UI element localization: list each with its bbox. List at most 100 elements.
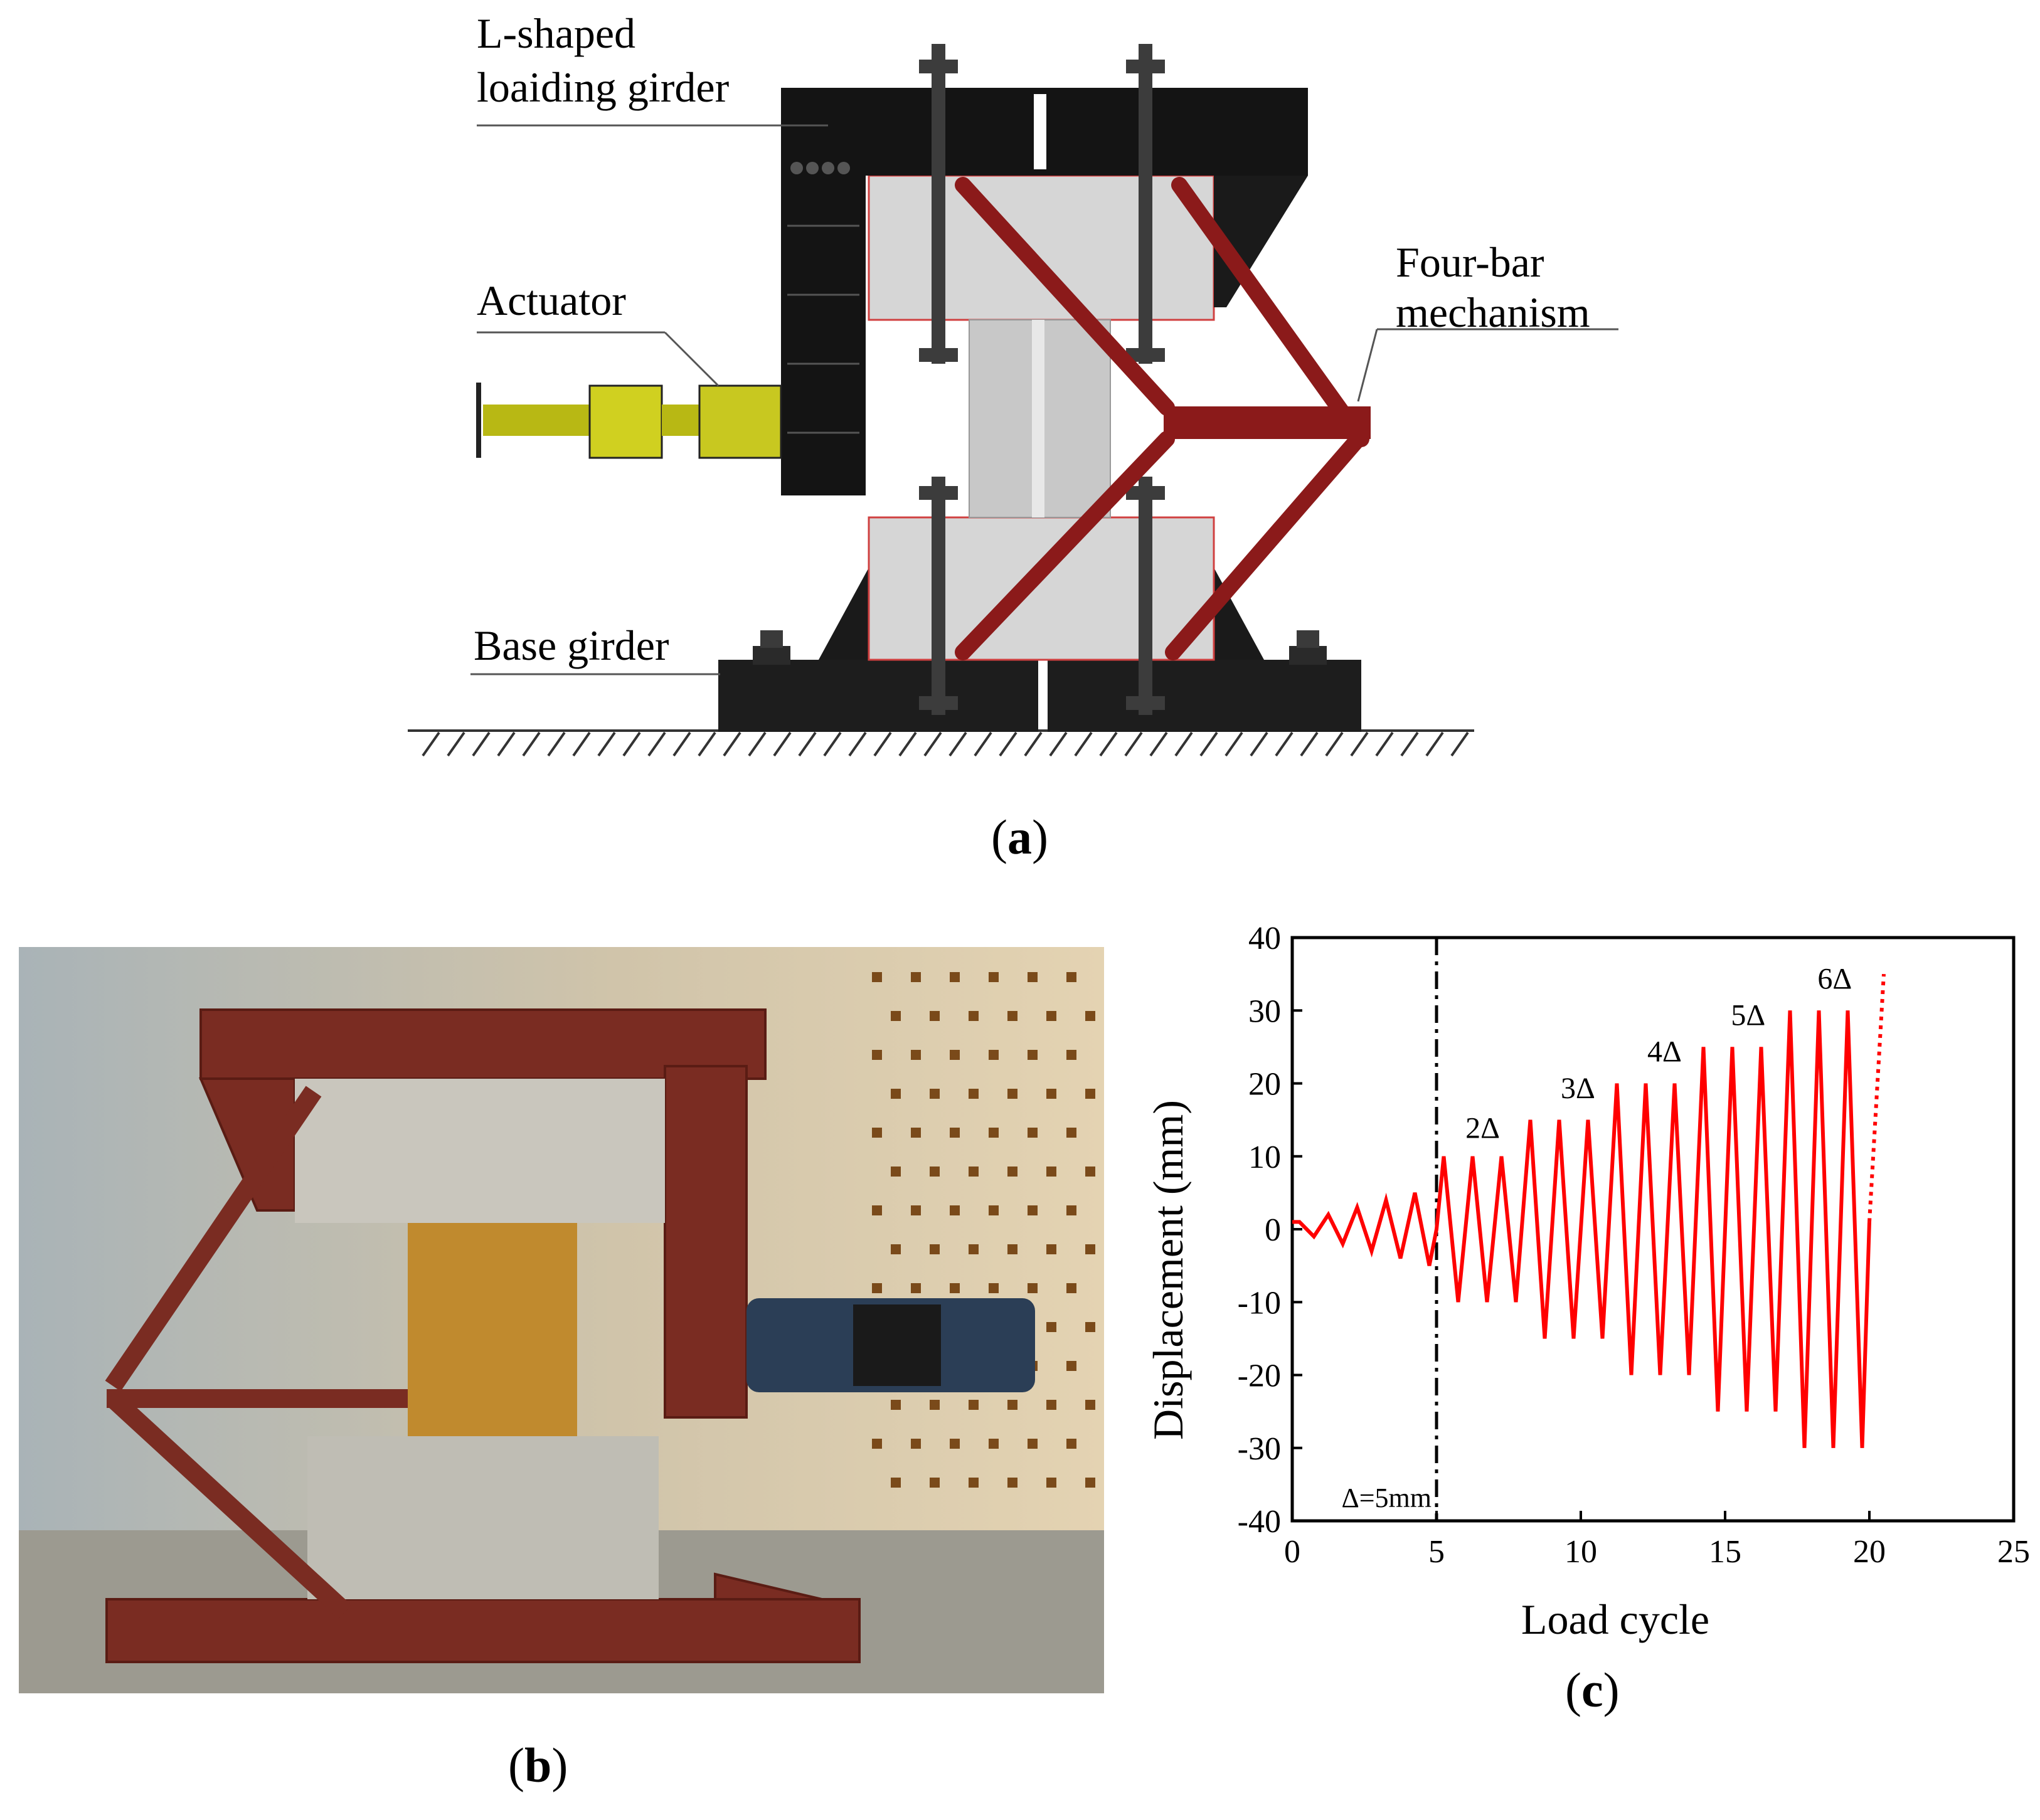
y-tick-label: 30 — [1248, 993, 1281, 1029]
wall-hole — [1007, 1478, 1017, 1488]
x-tick-label: 15 — [1709, 1534, 1741, 1570]
hatch-mark — [1350, 731, 1369, 757]
divider-label: Δ=5mm — [1341, 1483, 1432, 1513]
wall-hole — [891, 1089, 901, 1099]
base-girder-label: Base girder — [474, 622, 669, 669]
x-tick-label: 0 — [1284, 1534, 1300, 1570]
hatch-mark — [798, 731, 817, 757]
level-label: 3Δ — [1561, 1072, 1595, 1105]
wall-hole — [930, 1011, 940, 1021]
wall-hole — [1066, 1205, 1076, 1215]
wall-hole — [1085, 1478, 1095, 1488]
hatch-mark — [597, 731, 616, 757]
x-tick-label: 10 — [1565, 1534, 1597, 1570]
wall-hole — [1046, 1011, 1056, 1021]
threaded-rods — [919, 44, 1165, 715]
wall-hole — [891, 1011, 901, 1021]
wall-hole — [989, 1050, 999, 1060]
hatch-mark — [1300, 731, 1319, 757]
y-tick-label: -40 — [1238, 1504, 1281, 1540]
y-tick-label: 40 — [1248, 921, 1281, 956]
hatch-mark — [572, 731, 591, 757]
y-tick-label: -30 — [1238, 1431, 1281, 1467]
wall-hole — [911, 1205, 921, 1215]
loading-girder-label-line1: L-shaped — [477, 9, 636, 57]
hatch-mark — [1275, 731, 1294, 757]
wall-hole — [1066, 972, 1076, 982]
wall-hole — [1046, 1400, 1056, 1410]
hatch-mark — [522, 731, 541, 757]
specimen-column — [408, 1223, 577, 1436]
hatch-mark — [848, 731, 867, 757]
hatch-mark — [999, 731, 1017, 757]
actuator-label: Actuator — [477, 277, 626, 324]
hatch-mark — [773, 731, 792, 757]
x-tick-label: 25 — [1997, 1534, 2030, 1570]
steel-frame — [105, 1008, 861, 1663]
wall-hole — [1085, 1400, 1095, 1410]
four-bar-mechanism — [955, 177, 1371, 660]
wall-hole — [872, 1439, 882, 1449]
wall-hole — [969, 1089, 979, 1099]
hatch-mark — [472, 731, 491, 757]
wall-hole — [911, 1439, 921, 1449]
hatch-mark — [974, 731, 992, 757]
wall-hole — [891, 1244, 901, 1254]
upper-concrete-block — [295, 1079, 665, 1223]
wall-hole — [1028, 1128, 1038, 1138]
hatch-mark — [1174, 731, 1193, 757]
level-label: 4Δ — [1647, 1035, 1682, 1069]
hatch-mark — [1124, 731, 1143, 757]
ground-hatching — [408, 729, 1474, 757]
wall-hole — [989, 1439, 999, 1449]
protocol-series-solid — [1292, 1010, 1871, 1448]
four-bar-label: Four-bar mechanism — [1396, 237, 1590, 337]
wall-hole — [1028, 972, 1038, 982]
wall-hole — [969, 1244, 979, 1254]
protocol-lines — [1292, 938, 1886, 1521]
level-label: 5Δ — [1731, 999, 1765, 1032]
wall-hole — [1085, 1167, 1095, 1177]
level-label: 6Δ — [1817, 962, 1852, 995]
caption-a: (a) — [991, 810, 1048, 864]
wall-hole — [930, 1400, 940, 1410]
four-bar-label-line2: mechanism — [1396, 288, 1590, 336]
lower-concrete-block — [307, 1436, 659, 1599]
x-tick-label: 5 — [1428, 1534, 1445, 1570]
wall-hole — [1085, 1011, 1095, 1021]
wall-hole — [930, 1167, 940, 1177]
loading-girder-label-line2: loaiding girder — [477, 63, 730, 111]
wall-hole — [1007, 1089, 1017, 1099]
wall-hole — [1066, 1283, 1076, 1293]
hatch-mark — [497, 731, 516, 757]
y-tick-label: -10 — [1238, 1285, 1281, 1321]
wall-hole — [1028, 1205, 1038, 1215]
wall-hole — [911, 1128, 921, 1138]
hatch-mark — [1375, 731, 1394, 757]
wall-hole — [1007, 1244, 1017, 1254]
wall-hole — [1007, 1167, 1017, 1177]
wall-hole — [989, 1205, 999, 1215]
wall-hole — [950, 1128, 960, 1138]
wall-hole — [950, 1050, 960, 1060]
caption-c: (c) — [1565, 1663, 1620, 1717]
actuator — [476, 383, 782, 459]
hatch-mark — [1425, 731, 1444, 757]
wall-hole — [872, 1205, 882, 1215]
wall-hole — [891, 1167, 901, 1177]
four-bar-braces — [105, 1086, 408, 1619]
hatch-mark — [1400, 731, 1419, 757]
wall-hole — [1085, 1322, 1095, 1332]
hatch-mark — [447, 731, 465, 757]
wall-hole — [989, 1283, 999, 1293]
y-axis-label: Displacement (mm) — [1144, 1100, 1192, 1440]
wall-hole — [911, 972, 921, 982]
x-tick-label: 20 — [1853, 1534, 1886, 1570]
y-tick-label: 10 — [1248, 1140, 1281, 1175]
hatch-mark — [1250, 731, 1268, 757]
concrete-specimen — [868, 174, 1215, 661]
wall-hole — [1066, 1050, 1076, 1060]
panel-a-schematic: L-shaped loaiding girder Actuator Four-b… — [0, 0, 2040, 878]
